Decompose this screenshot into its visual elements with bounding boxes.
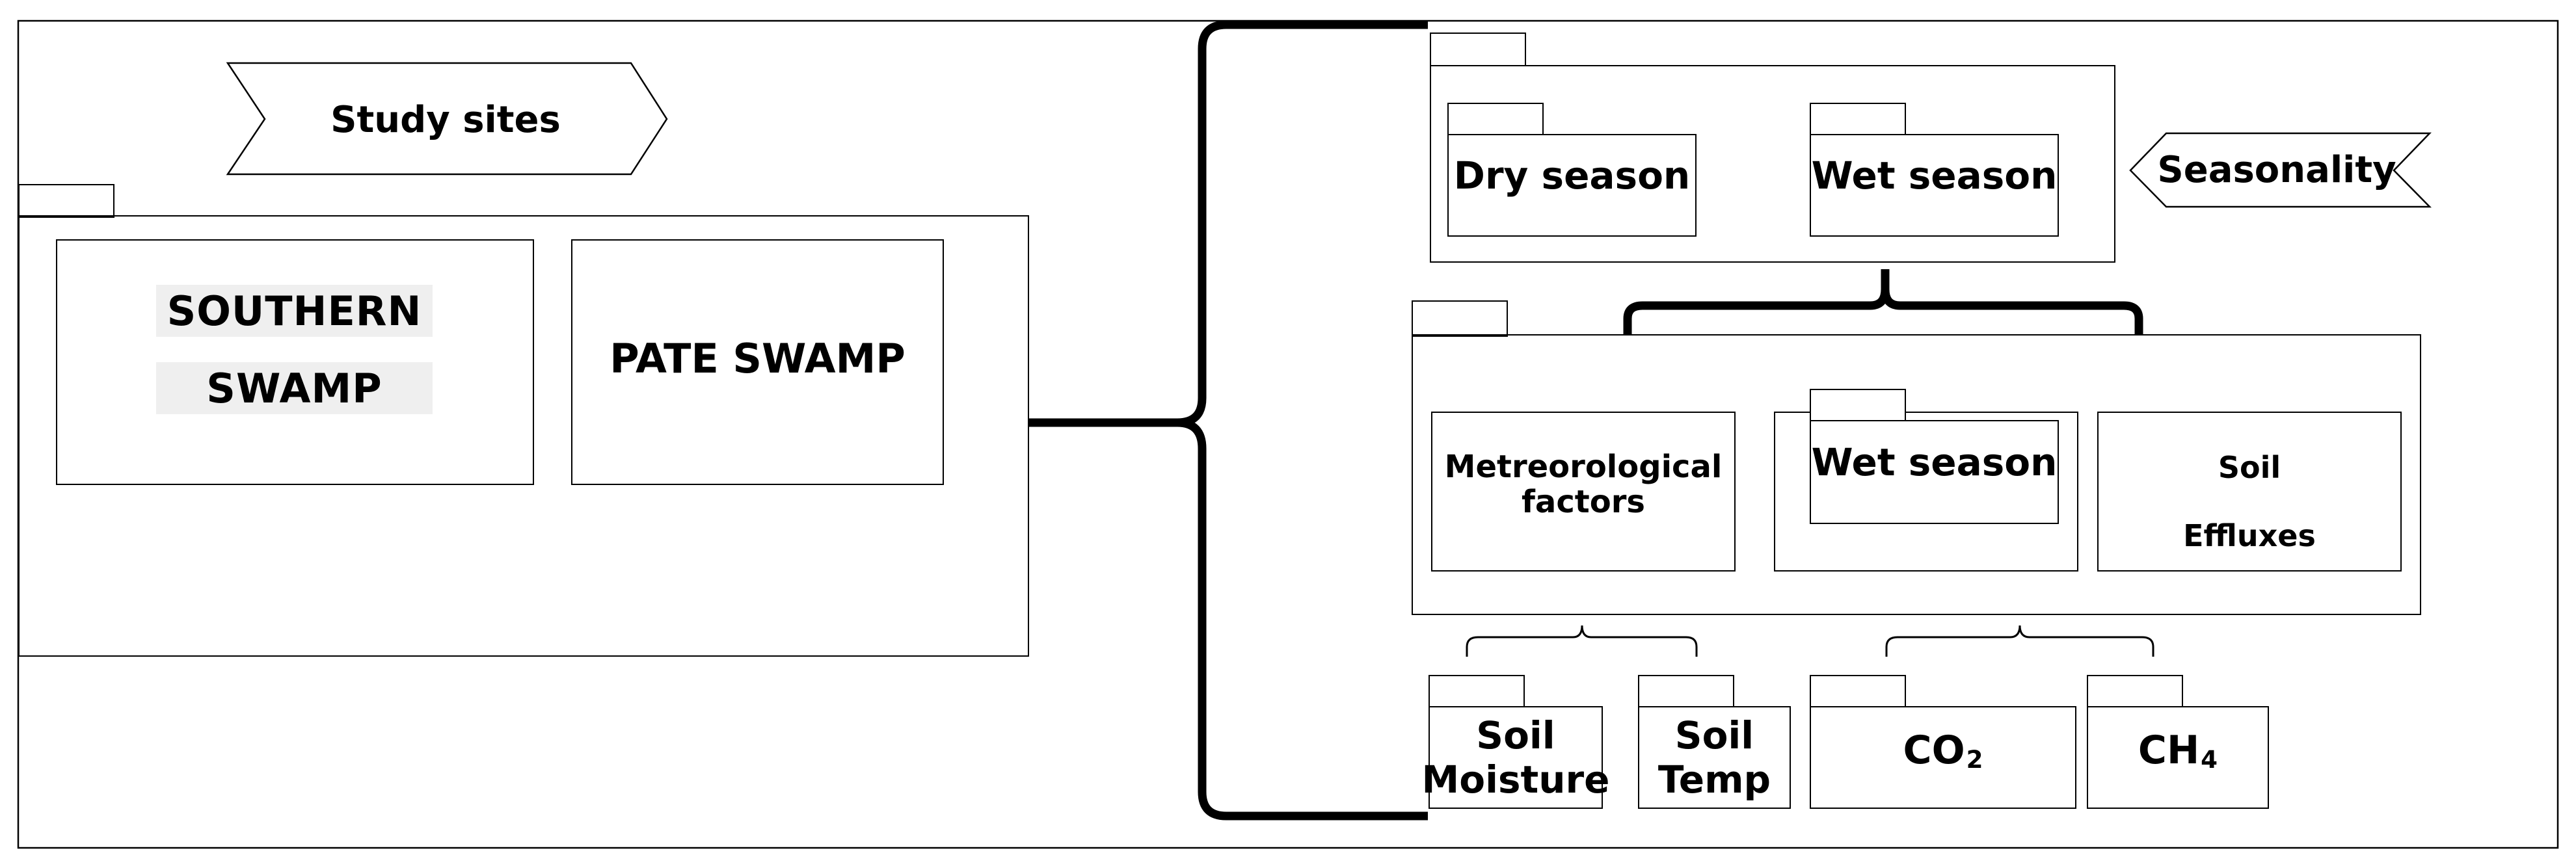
soil-moisture-label: Soil Moisture: [1421, 706, 1610, 809]
soil-effluxes-line2: Effluxes: [2183, 518, 2316, 554]
southern-swamp-line1: SOUTHERN: [156, 285, 433, 337]
soil-moisture-tab: [1429, 675, 1525, 709]
soil-temp-box: [1638, 706, 1791, 809]
study-sites-label: Study sites: [330, 98, 561, 141]
co2-subscript: 2: [1966, 745, 1983, 774]
soil-moisture-line2: Moisture: [1421, 757, 1610, 802]
soil-temp-tab: [1638, 675, 1734, 709]
study-sites-package-tab: [18, 184, 114, 218]
factors-package-tab: [1412, 300, 1508, 337]
study-sites-callout: [226, 62, 668, 176]
main-brace-top: [1029, 20, 1428, 427]
soil-temp-label: Soil Temp: [1638, 706, 1791, 809]
soil-moisture-line1: Soil: [1476, 713, 1555, 757]
soil-effluxes-box: [2097, 412, 2402, 572]
co2-tab: [1810, 675, 1906, 709]
seasonality-brace: [1623, 269, 2143, 334]
meteorological-line1: Metreorological: [1444, 449, 1723, 486]
meteorological-factors-box: [1431, 412, 1736, 572]
soil-moisture-box: [1429, 706, 1603, 809]
factors-middle-inner-tab: [1810, 389, 1906, 423]
main-brace-bottom: [1177, 418, 1428, 821]
dry-season-label: Dry season: [1453, 153, 1691, 198]
southern-swamp-line2: SWAMP: [156, 362, 433, 414]
meteorological-line2: factors: [1522, 484, 1645, 520]
soil-temp-line1: Soil: [1674, 713, 1754, 757]
seasonality-label: Seasonality: [2157, 149, 2396, 192]
ch4-tab: [2087, 675, 2183, 709]
seasonality-package-tab: [1430, 33, 1526, 68]
pate-swamp-site: [571, 239, 944, 485]
factors-middle-label: Wet season: [1811, 440, 2058, 484]
ch4-box: [2087, 706, 2269, 809]
wet-season-tab: [1810, 103, 1906, 137]
soil-effluxes-line1: Soil: [2218, 450, 2281, 486]
meteorological-brace: [1466, 625, 1698, 657]
ch4-subscript: 4: [2201, 745, 2218, 774]
co2-base: CO: [1903, 728, 1965, 774]
effluxes-brace: [1885, 625, 2154, 657]
pate-swamp-label: PATE SWAMP: [610, 335, 906, 383]
ch4-base: CH: [2138, 728, 2200, 774]
wet-season-box: [1810, 134, 2059, 237]
study-sites-package: [18, 215, 1029, 657]
co2-box: [1810, 706, 2076, 809]
wet-season-label: Wet season: [1811, 153, 2058, 198]
factors-package: [1412, 334, 2421, 615]
soil-temp-line2: Temp: [1657, 757, 1771, 802]
dry-season-box: [1447, 134, 1697, 237]
meteorological-factors-label: Metreorological factors: [1431, 412, 1736, 572]
seasonality-callout: [2129, 132, 2432, 208]
dry-season-tab: [1447, 103, 1544, 137]
factors-middle-inner-box: [1810, 420, 2059, 524]
